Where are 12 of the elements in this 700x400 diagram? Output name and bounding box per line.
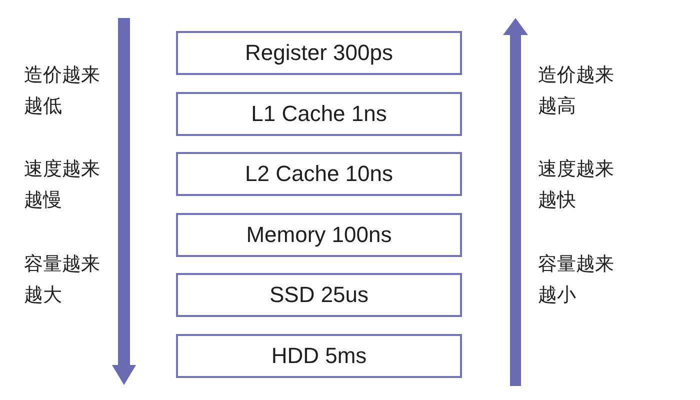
level-box: L2 Cache 10ns <box>176 152 462 196</box>
level-box: Memory 100ns <box>176 213 462 257</box>
side-note: 容量越来越小 <box>538 252 615 308</box>
side-note: 速度越来越慢 <box>24 157 101 213</box>
level-box: HDD 5ms <box>176 334 462 378</box>
side-note: 造价越来越低 <box>24 63 101 119</box>
side-note: 容量越来越大 <box>24 252 101 308</box>
side-note: 造价越来越高 <box>538 63 615 119</box>
side-note: 速度越来越快 <box>538 157 615 213</box>
level-box: SSD 25us <box>176 273 462 317</box>
level-box: Register 300ps <box>176 31 462 75</box>
level-box: L1 Cache 1ns <box>176 92 462 136</box>
